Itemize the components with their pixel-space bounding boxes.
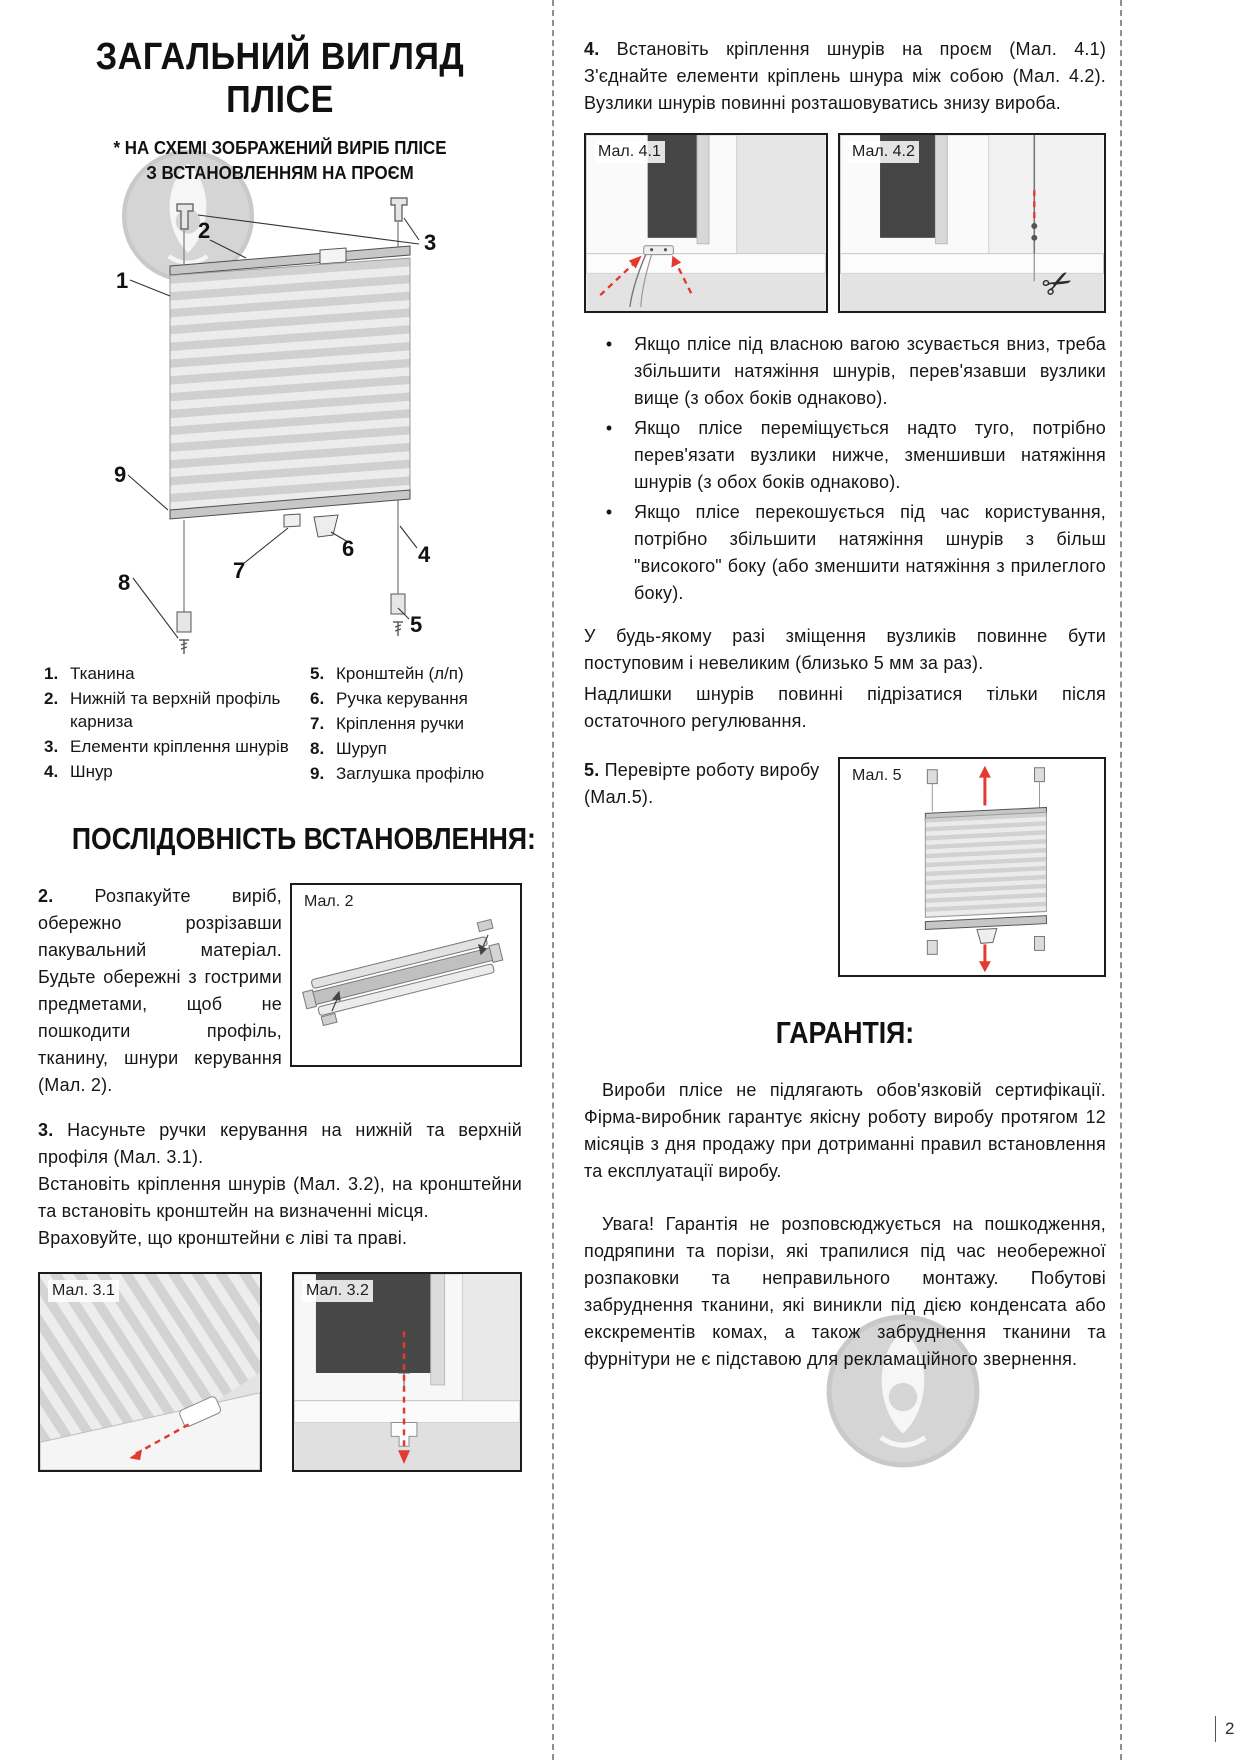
step-5-text: 5. Перевірте роботу виробу (Мал.5). — [584, 760, 820, 807]
callout-3: 3 — [424, 230, 436, 255]
callout-8: 8 — [118, 570, 130, 595]
callout-7: 7 — [233, 558, 245, 583]
callout-lines — [127, 214, 420, 639]
overview-diagram: 1 2 3 4 5 6 7 8 9 — [38, 188, 522, 658]
page-edge-dashed — [1120, 0, 1122, 1760]
callout-4: 4 — [418, 542, 431, 567]
bullet-marker: • — [605, 334, 613, 354]
adjustment-note-1: У будь-якому разі зміщення вузликів пови… — [584, 626, 1106, 673]
column-divider-dashed — [552, 0, 554, 1760]
control-handle — [313, 514, 339, 538]
legend-item-4: 4.Шнур — [44, 762, 113, 781]
figure-4-2: Мал. 4.2 ✂ — [838, 133, 1106, 313]
figure-4-1: Мал. 4.1 — [584, 133, 828, 313]
legend-item-5: 5.Кронштейн (л/п) — [310, 664, 464, 683]
warranty-paragraph-1: Вироби плісе не підлягають обов'язковій … — [584, 1080, 1106, 1181]
bullet-item: • Якщо плісе під власною вагою зсуваєтьс… — [584, 331, 1106, 412]
callout-2: 2 — [198, 218, 210, 243]
right-column: 4. Встановіть кріплення шнурів на проєм … — [584, 36, 1106, 1373]
page-subtitle-line1: * НА СХЕМІ ЗОБРАЖЕНИЙ ВИРІБ ПЛІСЕ — [113, 138, 447, 158]
bullet-item: • Якщо плісе перекошується під час корис… — [584, 499, 1106, 607]
parts-legend: 1.Тканина 2.Нижній та верхній профіль ка… — [38, 662, 522, 787]
page-title: ЗАГАЛЬНИЙ ВИГЛЯД ПЛІСЕ — [62, 36, 498, 122]
figure-5-label: Мал. 5 — [848, 765, 906, 787]
figure-3-2-drawing — [294, 1274, 520, 1470]
warranty-section-title: ГАРАНТІЯ: — [775, 1015, 915, 1050]
cords — [183, 221, 399, 616]
handle-clip — [283, 513, 301, 528]
figure-3-1: Мал. 3.1 — [38, 1272, 262, 1472]
figure-4-1-label: Мал. 4.1 — [594, 141, 665, 163]
callout-9: 9 — [114, 462, 126, 487]
legend-item-7: 7.Кріплення ручки — [310, 714, 464, 733]
warranty-paragraph-2: Увага! Гарантія не розповсюджується на п… — [584, 1214, 1106, 1369]
figure-2-label: Мал. 2 — [300, 891, 358, 913]
page-subtitle: * НА СХЕМІ ЗОБРАЖЕНИЙ ВИРІБ ПЛІСЕ З ВСТА… — [53, 136, 508, 186]
legend-item-8: 8.Шуруп — [310, 739, 387, 758]
callout-1: 1 — [116, 268, 128, 293]
figures-4-row: Мал. 4.1 — [584, 133, 1106, 313]
step-3-text: 3. Насуньте ручки керування на нижній та… — [38, 1120, 522, 1248]
legend-item-6: 6.Ручка керування — [310, 689, 468, 708]
callout-5: 5 — [410, 612, 422, 637]
figures-3-row: Мал. 3.1 — [38, 1272, 522, 1472]
bullet-marker: • — [605, 502, 613, 522]
figure-3-2: Мал. 3.2 — [292, 1272, 522, 1472]
adjustment-bullets: • Якщо плісе під власною вагою зсуваєтьс… — [584, 331, 1106, 607]
page-number: 2 — [1215, 1716, 1234, 1742]
figure-5-drawing — [924, 765, 1047, 973]
bottom-rail — [169, 489, 411, 520]
figure-5: Мал. 5 — [838, 757, 1106, 977]
figure-2-drawing — [302, 918, 504, 1027]
screw-left — [179, 639, 189, 654]
adjustment-note-2: Надлишки шнурів повинні підрізатися тіль… — [584, 684, 1106, 731]
page-title-line1: ЗАГАЛЬНИЙ ВИГЛЯД — [95, 36, 465, 78]
legend-item-2: 2.Нижній та верхній профіль карниза — [44, 689, 281, 731]
figure-4-1-drawing — [586, 135, 826, 311]
figure-3-1-drawing — [40, 1274, 260, 1470]
legend-item-1: 1.Тканина — [44, 664, 135, 683]
page-subtitle-line2: З ВСТАНОВЛЕННЯМ НА ПРОЄМ — [146, 163, 414, 183]
legend-column-1: 1.Тканина 2.Нижній та верхній профіль ка… — [44, 662, 310, 787]
figure-3-2-label: Мал. 3.2 — [302, 1280, 373, 1302]
overview-diagram-svg: 1 2 3 4 5 6 7 8 9 — [114, 197, 436, 654]
install-section-title: ПОСЛІДОВНІСТЬ ВСТАНОВЛЕННЯ: — [71, 821, 536, 856]
step-5-block: 5. Перевірте роботу виробу (Мал.5). Мал.… — [584, 757, 1106, 977]
callout-6: 6 — [342, 536, 354, 561]
page-title-line2: ПЛІСЕ — [226, 79, 334, 121]
top-brackets — [176, 197, 408, 230]
legend-column-2: 5.Кронштейн (л/п) 6.Ручка керування 7.Кр… — [310, 662, 522, 787]
rail-clip — [319, 247, 347, 265]
step-2-block: 2. Розпакуйте виріб, обережно розрізавши… — [38, 883, 522, 1099]
pleated-fabric — [169, 257, 411, 511]
legend-item-3: 3.Елементи кріплення шнурів — [44, 737, 289, 756]
page-number-value: 2 — [1225, 1719, 1235, 1738]
bottom-right-bracket — [390, 593, 406, 615]
legend-item-9: 9.Заглушка профілю — [310, 764, 485, 783]
figure-2: Мал. 2 — [290, 883, 522, 1067]
bullet-marker: • — [605, 418, 613, 438]
step-4-text: 4. Встановіть кріплення шнурів на проєм … — [584, 39, 1107, 113]
page-number-divider — [1215, 1716, 1216, 1742]
figure-3-1-label: Мал. 3.1 — [48, 1280, 119, 1302]
bottom-left-bracket — [176, 611, 192, 633]
watermark-logo — [826, 1314, 980, 1468]
step-2-text: 2. Розпакуйте виріб, обережно розрізавши… — [38, 886, 282, 1095]
figure-4-2-label: Мал. 4.2 — [848, 141, 919, 163]
screw-right — [393, 621, 403, 636]
bullet-item: • Якщо плісе переміщується надто туго, п… — [584, 415, 1106, 496]
callout-numbers: 1 2 3 4 5 6 7 8 9 — [114, 218, 436, 637]
left-column: ЗАГАЛЬНИЙ ВИГЛЯД ПЛІСЕ * НА СХЕМІ ЗОБРАЖ… — [38, 36, 536, 1472]
